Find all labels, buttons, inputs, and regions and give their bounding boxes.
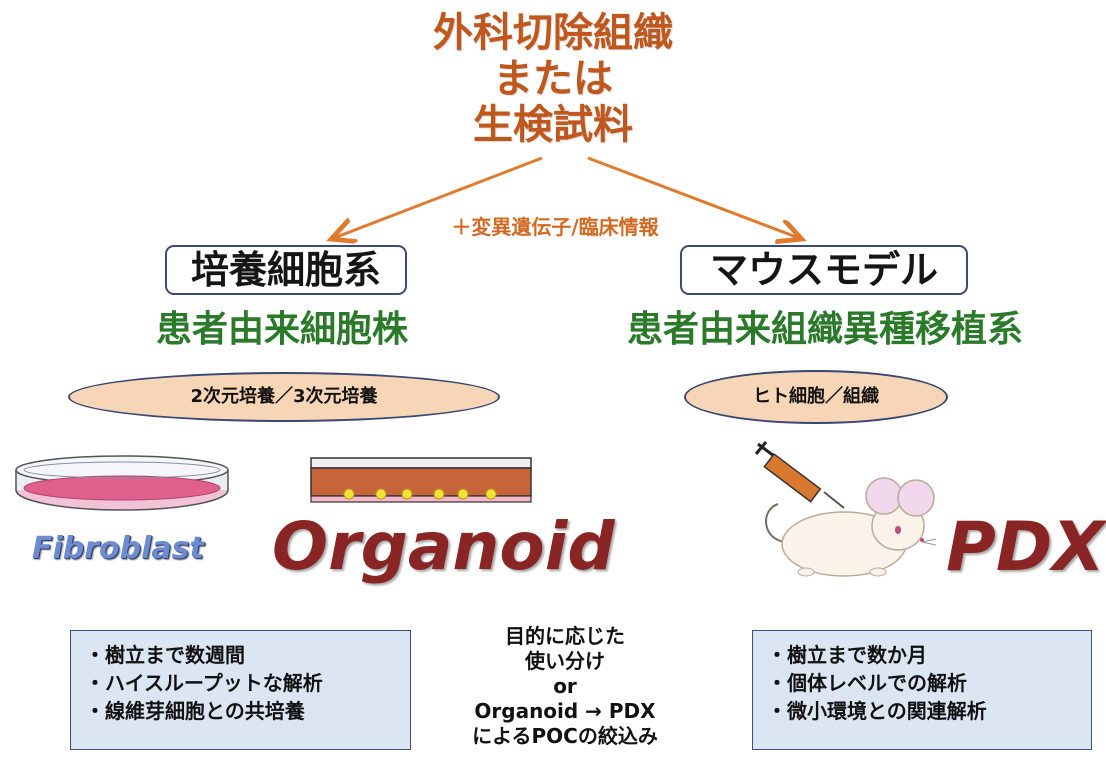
source-line-3: 生検試料 (473, 102, 633, 148)
usage-note: 目的に応じた 使い分け or Organoid → PDX によるPOCの絞込み (455, 624, 675, 749)
left-oval-label: 2次元培養／3次元培養 (190, 386, 378, 407)
left-feature-1: ・樹立まで数週間 (85, 643, 245, 667)
organoid-label: Organoid (272, 508, 615, 585)
usage-line-5: によるPOCの絞込み (472, 724, 658, 748)
organoid-dish-icon (310, 457, 532, 503)
right-feature-2: ・個体レベルでの解析 (767, 671, 967, 695)
mouse-icon (765, 477, 937, 577)
petri-dish-icon (15, 455, 229, 511)
pdx-label: PDX (946, 508, 1105, 587)
right-subtitle: 患者由来組織異種移植系 (626, 309, 1023, 350)
fibroblast-label: Fibroblast (32, 531, 204, 566)
source-line-2: または (493, 56, 613, 102)
source-line-1: 外科切除組織 (433, 10, 673, 56)
left-subtitle: 患者由来細胞株 (155, 309, 408, 350)
arrow-left (334, 156, 543, 238)
usage-line-1: 目的に応じた (505, 624, 625, 648)
right-oval: ヒト細胞／組織 (684, 370, 948, 424)
left-oval: 2次元培養／3次元培養 (68, 372, 500, 422)
usage-line-2: 使い分け (525, 649, 605, 673)
right-oval-label: ヒト細胞／組織 (753, 386, 879, 407)
usage-line-3: or (553, 674, 577, 698)
connector-label: ＋変異遺伝子/臨床情報 (451, 215, 659, 239)
left-category-box: 培養細胞系 (165, 245, 407, 295)
left-feature-3: ・線維芽細胞との共培養 (85, 699, 305, 723)
left-category-label: 培養細胞系 (190, 248, 381, 292)
right-feature-3: ・微小環境との関連解析 (767, 699, 987, 723)
arrow-right (587, 156, 799, 238)
right-feature-box: ・樹立まで数か月 ・個体レベルでの解析 ・微小環境との関連解析 (752, 630, 1092, 750)
source-title: 外科切除組織 または 生検試料 (373, 10, 733, 148)
left-feature-box: ・樹立まで数週間 ・ハイスループットな解析 ・線維芽細胞との共培養 (70, 630, 411, 750)
right-category-label: マウスモデル (709, 248, 938, 292)
right-feature-1: ・樹立まで数か月 (767, 643, 927, 667)
right-category-box: マウスモデル (680, 245, 968, 295)
left-feature-2: ・ハイスループットな解析 (85, 671, 323, 695)
usage-line-4: Organoid → PDX (474, 699, 656, 723)
syringe-icon (754, 441, 845, 509)
